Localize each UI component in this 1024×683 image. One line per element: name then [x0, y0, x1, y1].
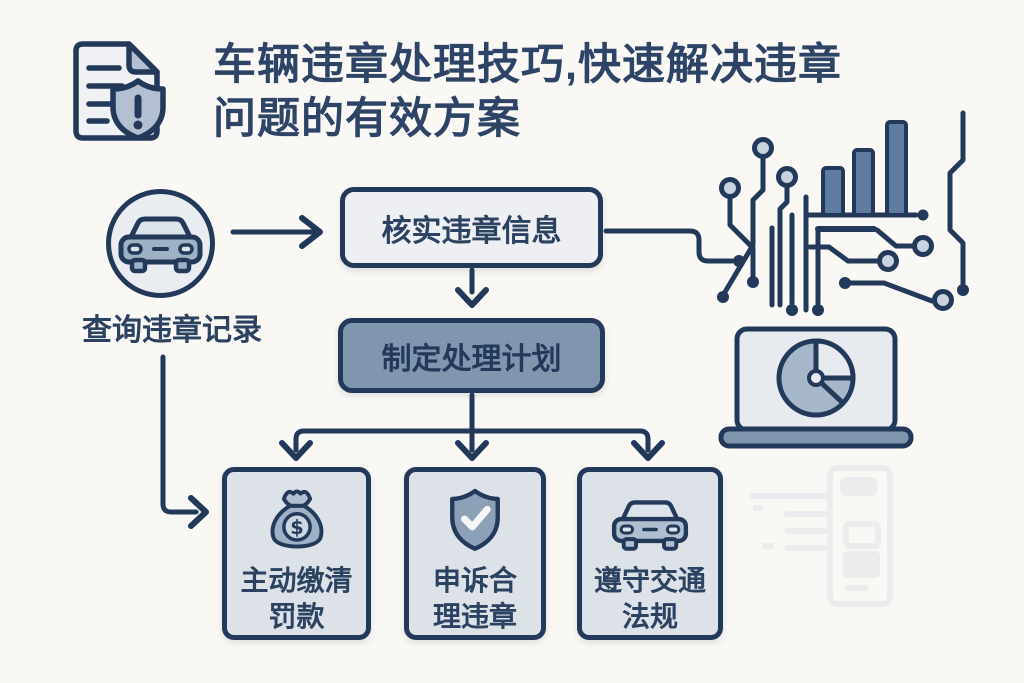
pie-chart-icon — [776, 338, 856, 418]
outcome-label: 主动缴清 罚款 — [240, 565, 353, 632]
circuit-dots — [717, 209, 969, 316]
arrow-start-to-step1 — [230, 215, 323, 249]
arrow-start-to-outcome1 — [160, 354, 209, 529]
start-step-label: 查询违章记录 — [82, 314, 262, 347]
bar-chart-icon — [803, 120, 919, 313]
flow-box-label: 制定处理计划 — [381, 342, 562, 376]
arrow-step1-to-step2 — [455, 267, 489, 308]
outcome-label: 申诉合 理违章 — [432, 565, 517, 632]
outcome-box-pay-fine: $ 主动缴清 罚款 — [222, 467, 371, 640]
flow-box-label: 核实违章信息 — [381, 214, 562, 248]
laptop-icon — [718, 326, 914, 449]
money-bag-icon: $ — [270, 489, 323, 549]
car-icon — [118, 216, 203, 274]
document-shield-icon — [73, 41, 166, 141]
circuit-nodes — [719, 137, 954, 311]
title-line-2: 问题的有效方案 — [213, 95, 521, 143]
flow-box-make-plan: 制定处理计划 — [338, 318, 605, 393]
outcome-box-appeal: 申诉合 理违章 — [404, 467, 546, 640]
branch-step2-to-outcomes — [279, 392, 665, 461]
flow-box-verify-violation: 核实违章信息 — [340, 187, 603, 268]
outcome-label: 遵守交通 法规 — [593, 565, 706, 632]
dollar-sign: $ — [290, 516, 303, 539]
outcome-box-obey-rules: 遵守交通 法规 — [577, 467, 723, 640]
car-circle-icon — [106, 189, 215, 298]
car-icon — [611, 500, 689, 551]
document-outline-watermark — [749, 465, 893, 607]
shield-check-icon — [450, 488, 500, 551]
page-title: 车辆违章处理技巧,快速解决违章 问题的有效方案 — [213, 38, 933, 146]
title-line-1: 车辆违章处理技巧,快速解决违章 — [213, 41, 842, 89]
circuit-analytics-illustration — [717, 110, 969, 449]
